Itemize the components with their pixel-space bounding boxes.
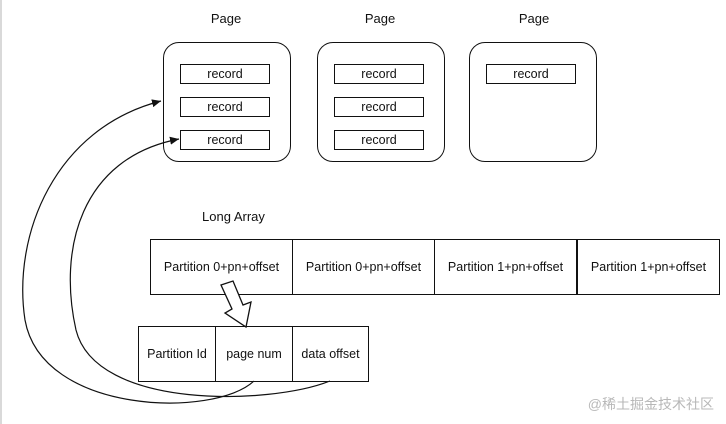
watermark: @稀土掘金技术社区	[587, 396, 714, 412]
page-title-1: Page	[210, 11, 242, 26]
expand-arrow-icon	[220, 280, 252, 329]
record-2-1: record	[334, 64, 424, 84]
long-array-cell-2: Partition 0+pn+offset	[292, 239, 435, 295]
data-offset-pointer-curve	[69, 136, 331, 398]
long-array-cell-4: Partition 1+pn+offset	[577, 239, 720, 295]
page-title-2: Page	[364, 11, 396, 26]
data-offset-cell: data offset	[292, 326, 369, 382]
record-2-3: record	[334, 130, 424, 150]
page-box-2: record record record	[317, 42, 445, 162]
long-array-cell-3: Partition 1+pn+offset	[434, 239, 577, 295]
page-box-1: record record record	[163, 42, 291, 162]
record-2-2: record	[334, 97, 424, 117]
page-box-3: record	[469, 42, 597, 162]
partition-id-cell: Partition Id	[138, 326, 216, 382]
page-title-3: Page	[518, 11, 550, 26]
long-array-title: Long Array	[202, 209, 265, 224]
record-1-3: record	[180, 130, 270, 150]
left-border	[0, 0, 2, 424]
page-num-pointer-curve	[22, 99, 255, 404]
record-3-1: record	[486, 64, 576, 84]
record-1-1: record	[180, 64, 270, 84]
page-num-cell: page num	[215, 326, 293, 382]
record-1-2: record	[180, 97, 270, 117]
